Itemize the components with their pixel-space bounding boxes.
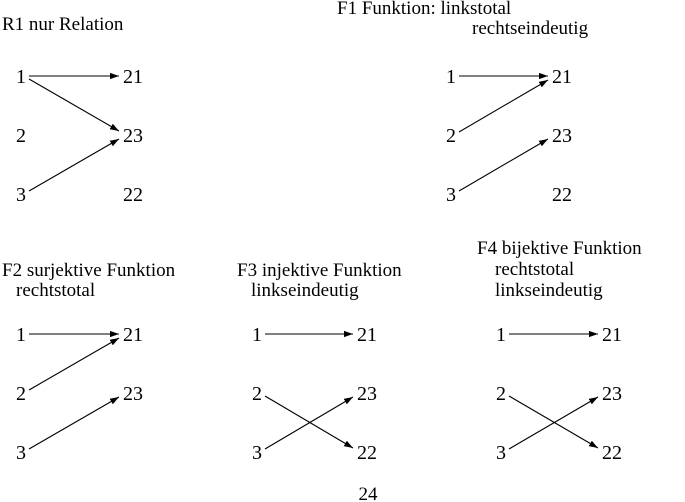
left-node-1: 1 [252, 324, 262, 346]
left-node-3: 3 [446, 184, 456, 206]
panel-title: F2 surjektive Funktion [2, 260, 176, 281]
right-node-22: 22 [552, 184, 572, 206]
right-node-23: 23 [602, 383, 622, 405]
left-node-3: 3 [16, 184, 26, 206]
panel-title: F3 injektive Funktion [237, 260, 402, 281]
left-node-2: 2 [16, 383, 26, 405]
arrow-3-to-23 [28, 138, 120, 192]
left-node-1: 1 [16, 324, 26, 346]
arrow-2-to-21 [458, 79, 549, 133]
arrow-3-to-23 [264, 396, 354, 450]
right-node-22: 22 [357, 442, 377, 464]
left-node-2: 2 [446, 125, 456, 147]
right-node-21: 21 [123, 66, 143, 88]
right-node-23: 23 [123, 383, 143, 405]
right-node-21: 21 [552, 66, 572, 88]
arrow-3-to-23 [28, 396, 120, 450]
right-node-23: 23 [123, 125, 143, 147]
left-node-3: 3 [252, 442, 262, 464]
panel-subtitle: linkseindeutig [251, 280, 359, 301]
page-number: 24 [359, 484, 379, 502]
arrow-3-to-23 [508, 396, 599, 450]
panel-title: F1 Funktion: linkstotal [337, 0, 511, 19]
right-node-21: 21 [123, 324, 143, 346]
left-node-1: 1 [446, 66, 456, 88]
panel-subtitle: linkseindeutig [495, 280, 603, 301]
right-node-23: 23 [357, 383, 377, 405]
arrow-2-to-22 [264, 395, 354, 449]
panel-subtitle: rechtstotal [495, 259, 574, 280]
panel-f4: F4 bijektive Funktionrechtstotallinksein… [477, 238, 642, 464]
panel-subtitle: rechtseindeutig [472, 18, 589, 39]
left-node-2: 2 [496, 383, 506, 405]
left-node-3: 3 [16, 442, 26, 464]
right-node-22: 22 [602, 442, 622, 464]
arrow-1-to-23 [28, 78, 120, 132]
panel-title: F4 bijektive Funktion [477, 238, 642, 259]
arrow-2-to-21 [28, 337, 120, 391]
left-node-1: 1 [16, 66, 26, 88]
arrow-2-to-22 [508, 395, 599, 449]
right-node-22: 22 [123, 184, 143, 206]
arrow-3-to-23 [458, 138, 549, 192]
panel-f3: F3 injektive Funktionlinkseindeutig12321… [237, 260, 402, 464]
right-node-21: 21 [357, 324, 377, 346]
right-node-23: 23 [552, 125, 572, 147]
left-node-2: 2 [16, 125, 26, 147]
left-node-3: 3 [496, 442, 506, 464]
panel-subtitle: rechtstotal [16, 280, 95, 301]
left-node-2: 2 [252, 383, 262, 405]
panel-title: R1 nur Relation [2, 14, 124, 35]
left-node-1: 1 [496, 324, 506, 346]
right-node-21: 21 [602, 324, 622, 346]
